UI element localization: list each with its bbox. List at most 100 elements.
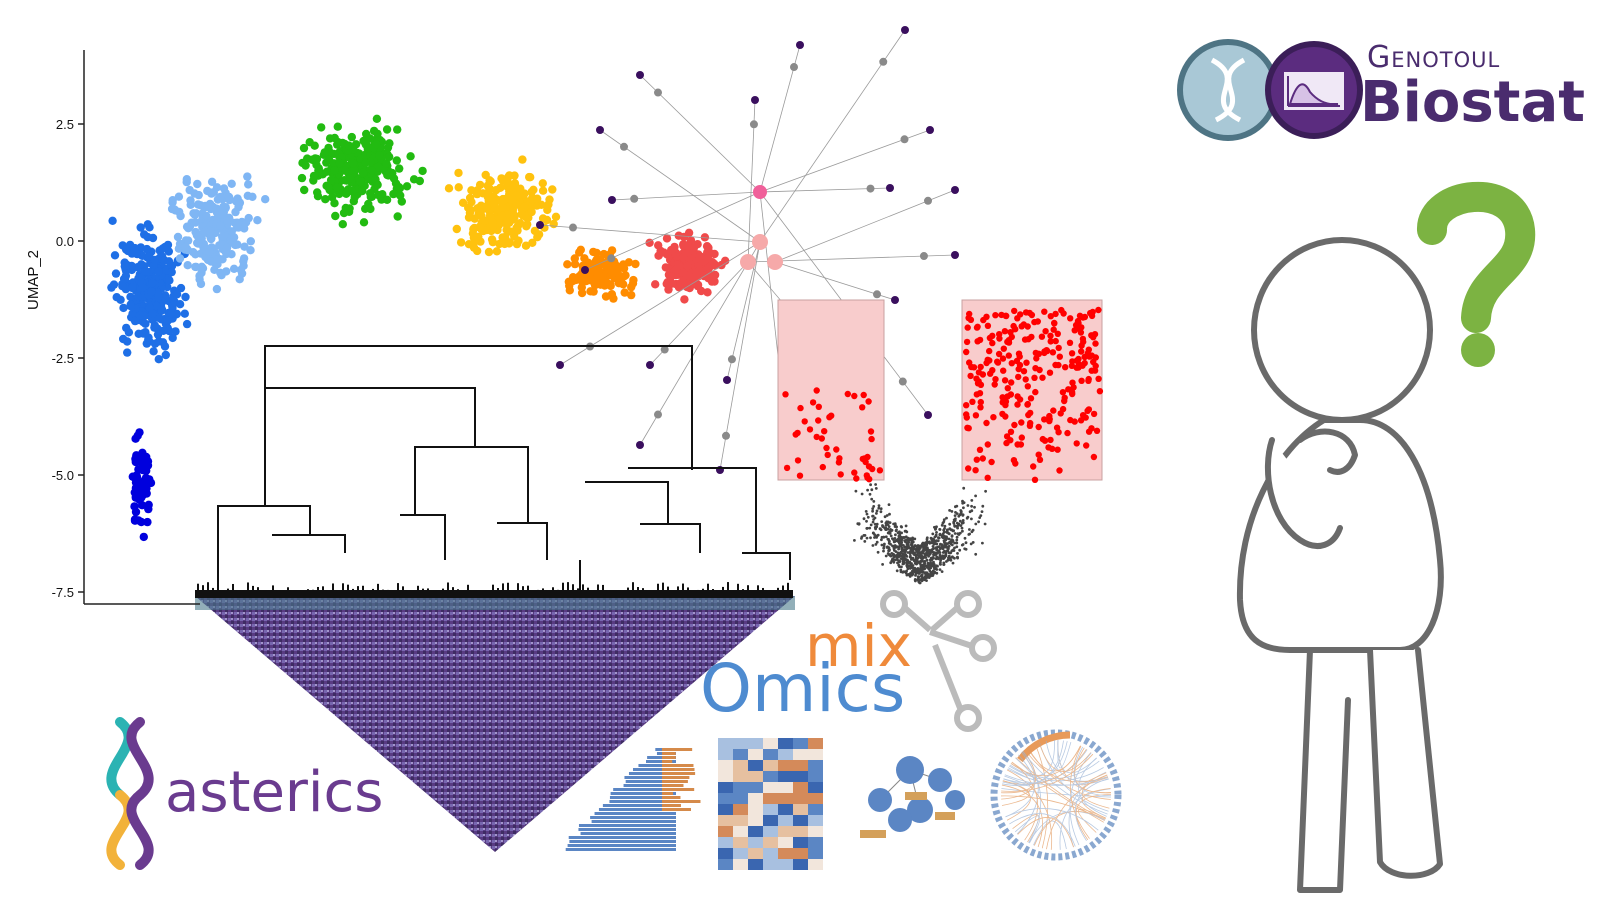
dendrogram-branch bbox=[264, 345, 693, 470]
circos-chord bbox=[1033, 820, 1067, 850]
y-tick-label: -7.5 bbox=[52, 585, 74, 600]
volcano-point bbox=[1042, 328, 1049, 335]
volcano-point bbox=[1002, 312, 1009, 319]
umap-point bbox=[172, 290, 182, 299]
volcano-point bbox=[895, 545, 899, 549]
umap-point bbox=[695, 252, 704, 261]
umap-point bbox=[671, 265, 681, 274]
heatmap-cell bbox=[793, 760, 808, 771]
volcano-point bbox=[1081, 313, 1089, 321]
umap-point bbox=[134, 329, 143, 338]
volcano-point bbox=[905, 560, 909, 564]
bar bbox=[662, 780, 688, 783]
volcano-point bbox=[984, 474, 991, 481]
volcano-point bbox=[874, 543, 878, 546]
umap-point bbox=[517, 210, 526, 219]
volcano-point bbox=[1059, 389, 1067, 396]
umap-point bbox=[121, 245, 131, 254]
volcano-point bbox=[844, 390, 851, 398]
bar bbox=[662, 776, 690, 779]
volcano-point bbox=[953, 514, 957, 517]
volcano-point bbox=[880, 538, 883, 542]
heatmap-cell bbox=[763, 859, 778, 870]
umap-point bbox=[484, 247, 494, 257]
volcano-point bbox=[877, 506, 881, 510]
volcano-point bbox=[871, 531, 875, 535]
volcano-point bbox=[909, 550, 912, 553]
volcano-point bbox=[971, 541, 975, 544]
volcano-point bbox=[874, 483, 877, 486]
umap-point bbox=[662, 234, 672, 243]
heatmap-cell bbox=[718, 815, 733, 826]
volcano-point bbox=[913, 561, 917, 565]
volcano-point bbox=[879, 507, 883, 511]
umap-point bbox=[216, 221, 225, 231]
volcano-point bbox=[1045, 444, 1052, 451]
volcano-point bbox=[1038, 333, 1046, 340]
umap-point bbox=[492, 247, 502, 256]
volcano-point bbox=[909, 554, 912, 558]
umap-point bbox=[484, 187, 493, 197]
umap-point bbox=[516, 184, 525, 193]
volcano-point bbox=[934, 557, 938, 561]
heatmap-cell bbox=[733, 760, 748, 771]
bar bbox=[647, 756, 676, 759]
umap-point bbox=[330, 199, 339, 208]
volcano-point bbox=[1000, 345, 1007, 352]
volcano-point bbox=[974, 522, 978, 526]
heatmap-cell bbox=[718, 782, 733, 793]
genotoul-wordmark-main: Biostat bbox=[1360, 70, 1586, 135]
volcano-point bbox=[1068, 350, 1076, 357]
volcano-point bbox=[904, 546, 908, 549]
mixomics-network-mini bbox=[860, 756, 965, 838]
umap-point bbox=[181, 242, 190, 252]
volcano-point bbox=[885, 514, 889, 517]
umap-point bbox=[234, 200, 244, 209]
volcano-point bbox=[945, 543, 948, 546]
umap-point bbox=[118, 282, 127, 291]
volcano-point bbox=[955, 504, 959, 508]
volcano-point bbox=[963, 338, 971, 346]
umap-point bbox=[347, 132, 356, 142]
volcano-point bbox=[1052, 337, 1059, 345]
circos-chord bbox=[1033, 811, 1106, 846]
volcano-point bbox=[1067, 315, 1074, 322]
bar bbox=[662, 792, 674, 795]
volcano-point bbox=[896, 561, 899, 565]
volcano-point bbox=[938, 551, 942, 554]
umap-point bbox=[119, 334, 128, 344]
volcano-point bbox=[884, 535, 888, 539]
volcano-point bbox=[910, 539, 914, 542]
volcano-point bbox=[965, 516, 969, 520]
volcano-point bbox=[914, 579, 917, 583]
volcano-point bbox=[973, 505, 976, 509]
volcano-point bbox=[897, 547, 900, 551]
heatmap-cell bbox=[733, 826, 748, 837]
volcano-point bbox=[1044, 347, 1051, 355]
volcano-point bbox=[931, 545, 935, 548]
volcano-point bbox=[796, 472, 804, 479]
umap-point bbox=[505, 171, 514, 180]
volcano-point bbox=[933, 525, 936, 529]
umap-point bbox=[695, 266, 704, 275]
volcano-point bbox=[888, 553, 892, 556]
volcano-point bbox=[976, 336, 984, 344]
volcano-point bbox=[931, 551, 935, 554]
network-hub bbox=[740, 254, 756, 270]
volcano-point bbox=[955, 538, 959, 542]
volcano-point bbox=[959, 524, 963, 527]
volcano-point bbox=[1010, 322, 1017, 330]
umap-point bbox=[483, 181, 492, 190]
mixomics-circos bbox=[990, 729, 1122, 861]
volcano-point bbox=[986, 334, 994, 342]
volcano-point bbox=[955, 535, 959, 539]
volcano-point bbox=[909, 574, 912, 578]
volcano-point bbox=[916, 578, 920, 582]
umap-point bbox=[703, 253, 713, 263]
umap-point bbox=[149, 261, 158, 271]
heatmap-cell bbox=[778, 793, 793, 804]
umap-point bbox=[356, 177, 365, 187]
umap-point bbox=[239, 261, 248, 270]
umap-point bbox=[175, 254, 185, 263]
heatmap-cell bbox=[778, 782, 793, 793]
